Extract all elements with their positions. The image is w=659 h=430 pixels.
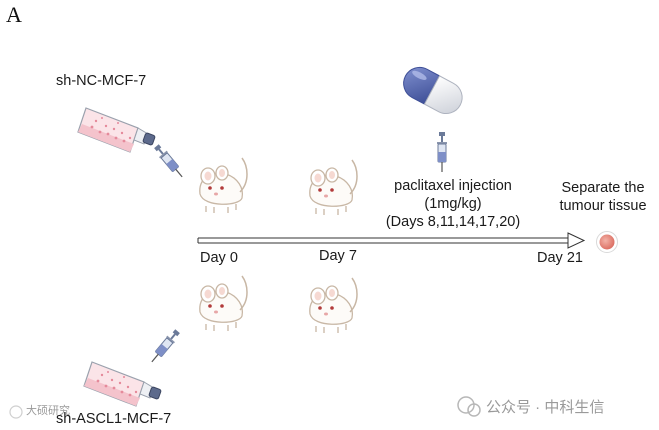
endpoint-label-line2: tumour tissue — [559, 198, 647, 214]
flask-icon-knockdown — [83, 361, 163, 407]
mouse-icon — [309, 277, 358, 334]
watermark-logo-icon — [9, 396, 481, 419]
syringe-icon-control — [152, 142, 187, 181]
endpoint-label-line1: Separate the — [561, 180, 645, 196]
mouse-icon — [199, 157, 248, 214]
watermark-left: 大硕研究 — [26, 405, 70, 417]
watermark-right: 公众号 · 中科生信 — [486, 399, 605, 416]
timeline-day0: Day 0 — [200, 250, 238, 266]
group-label-knockdown: sh-ASCL1-MCF-7 — [56, 411, 172, 427]
mouse-icon — [309, 159, 358, 216]
group-label-control: sh-NC-MCF-7 — [56, 73, 147, 89]
mouse-icon — [199, 275, 248, 332]
capsule-icon — [403, 67, 463, 114]
timeline-arrow — [197, 232, 586, 249]
panel-label: A — [6, 2, 22, 27]
syringe-icon-knockdown — [147, 327, 182, 366]
tumour-tissue-icon — [596, 231, 618, 253]
timeline-day21: Day 21 — [537, 250, 583, 266]
dose-label: (1mg/kg) — [424, 196, 482, 212]
drug-label: paclitaxel injection — [394, 178, 512, 194]
flask-icon-control — [77, 107, 157, 153]
schedule-label: (Days 8,11,14,17,20) — [385, 214, 521, 230]
syringe-icon-drug — [436, 131, 448, 173]
timeline-day7: Day 7 — [319, 248, 357, 264]
